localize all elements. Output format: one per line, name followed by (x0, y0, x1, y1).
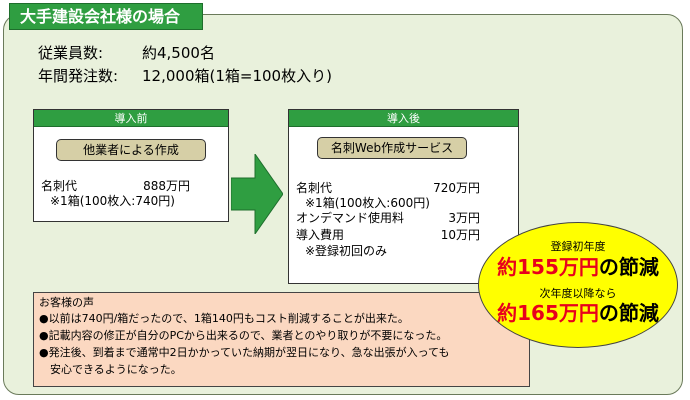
voice-line-2: ●記載内容の修正が自分のPCから出来るので、業者とのやり取りが不要になった。 (39, 329, 448, 342)
after-item1-amount: 720万円 (433, 181, 480, 195)
voice-line-3: ●発注後、到着まで通常中2日かかっていた納期が翌日になり、急な出張が入っても (39, 346, 450, 359)
after-item3-note: ※登録初回のみ (305, 244, 388, 258)
orders-label: 年間発注数: (38, 67, 119, 85)
next-year-amount: 165万円 (517, 301, 599, 325)
after-item1-note: ※1箱(100枚入:600円) (305, 196, 430, 210)
next-year-suffix: の節減 (598, 301, 659, 325)
after-method-label: 名刺Web作成サービス (317, 137, 467, 159)
after-item2-amount: 3万円 (448, 211, 480, 225)
next-year-savings: 約165万円の節減 (479, 301, 677, 325)
before-item-label: 名刺代 (41, 179, 78, 193)
next-year-prefix: 約 (497, 301, 518, 325)
before-item-amount: 888万円 (143, 179, 190, 193)
employees-row: 従業員数: 約4,500名 (38, 44, 215, 62)
after-item3-label: 導入費用 (296, 228, 345, 242)
first-year-label: 登録初年度 (550, 240, 606, 253)
orders-value: 12,000箱(1箱=100枚入り) (142, 67, 332, 85)
after-header: 導入後 (289, 110, 518, 127)
voice-line-1: ●以前は740円/箱だったので、1箱140円もコスト削減することが出来た。 (39, 312, 409, 325)
before-item-note: ※1箱(100枚入:740円) (50, 194, 175, 208)
orders-row: 年間発注数: 12,000箱(1箱=100枚入り) (38, 67, 332, 85)
employees-value: 約4,500名 (142, 44, 215, 62)
before-box: 導入前 他業者による作成 名刺代 888万円 ※1箱(100枚入:740円) (33, 109, 229, 222)
before-method-label: 他業者による作成 (56, 139, 206, 161)
case-title: 大手建設会社様の場合 (9, 3, 203, 30)
first-year-suffix: の節減 (598, 255, 659, 279)
after-item3-amount: 10万円 (440, 228, 480, 242)
after-item2-label: オンデマンド使用料 (296, 211, 405, 225)
savings-badge: 登録初年度 約155万円の節減 次年度以降なら 約165万円の節減 (478, 222, 678, 348)
first-year-amount: 155万円 (517, 255, 599, 279)
voice-line-4: 安心できるようになった。 (39, 363, 182, 376)
employees-label: 従業員数: (38, 44, 104, 62)
after-box: 導入後 名刺Web作成サービス 名刺代 720万円 ※1箱(100枚入:600円… (288, 109, 519, 284)
first-year-prefix: 約 (497, 255, 518, 279)
right-arrow-icon (231, 154, 283, 234)
next-year-label: 次年度以降なら (539, 287, 617, 300)
first-year-savings: 約155万円の節減 (479, 255, 677, 279)
before-header: 導入前 (34, 110, 228, 127)
voice-heading: お客様の声 (39, 296, 94, 309)
customer-voice-box: お客様の声 ●以前は740円/箱だったので、1箱140円もコスト削減することが出… (33, 292, 530, 387)
after-item1-label: 名刺代 (296, 181, 333, 195)
